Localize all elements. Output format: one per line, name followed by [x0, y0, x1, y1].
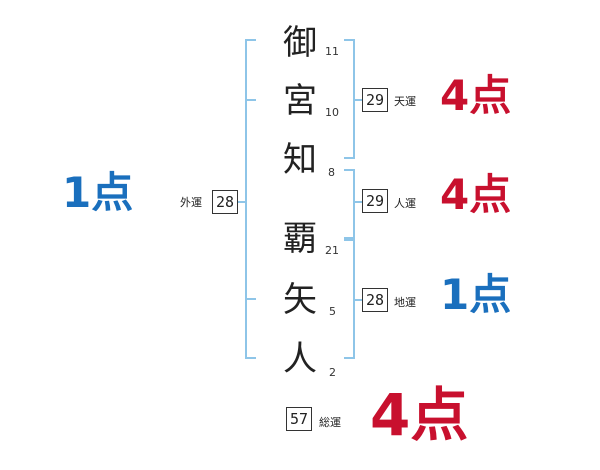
gaiun-score-unit: 点	[91, 168, 134, 217]
souun-score: 4点	[370, 386, 468, 444]
name-char-3: 知	[283, 140, 317, 180]
name-char-2: 宮	[283, 81, 317, 121]
name-char-1: 御	[283, 23, 317, 63]
stroke-count-6: 2	[329, 366, 336, 379]
gaiun-label: 外運	[180, 196, 202, 209]
name-char-6: 人	[283, 339, 317, 379]
jinun-score: 4点	[440, 174, 511, 216]
chiun-score: 1点	[440, 274, 511, 316]
chiun-label: 地運	[394, 296, 416, 309]
jinun-label: 人運	[394, 197, 416, 210]
gaiun-score-number: 1	[62, 168, 92, 217]
name-char-4: 覇	[283, 219, 317, 259]
stroke-count-3: 8	[328, 166, 335, 179]
gaiun-score: 1点	[62, 172, 133, 214]
stroke-count-2: 10	[325, 106, 339, 119]
name-char-5: 矢	[283, 280, 317, 320]
outer-bracket	[245, 39, 256, 359]
stroke-count-4: 21	[325, 244, 339, 257]
earth-bracket	[344, 239, 355, 359]
tenun-label: 天運	[394, 95, 416, 108]
tenun-value-box: 29	[362, 88, 388, 112]
jinun-score-number: 4	[440, 170, 470, 219]
chiun-score-number: 1	[440, 270, 470, 319]
tenun-score: 4点	[440, 75, 511, 117]
stroke-count-5: 5	[329, 305, 336, 318]
tenun-score-number: 4	[440, 71, 470, 120]
souun-value-box: 57	[286, 407, 312, 431]
gaiun-value-box: 28	[212, 190, 238, 214]
chiun-score-unit: 点	[469, 270, 512, 319]
tenun-score-unit: 点	[469, 71, 512, 120]
heaven-bracket	[344, 39, 355, 159]
souun-label: 総運	[319, 416, 341, 429]
jinun-value-box: 29	[362, 189, 388, 213]
souun-score-unit: 点	[410, 381, 469, 449]
jinun-score-unit: 点	[469, 170, 512, 219]
person-bracket	[344, 169, 355, 239]
souun-score-number: 4	[370, 381, 411, 449]
stroke-count-1: 11	[325, 45, 339, 58]
chiun-value-box: 28	[362, 288, 388, 312]
